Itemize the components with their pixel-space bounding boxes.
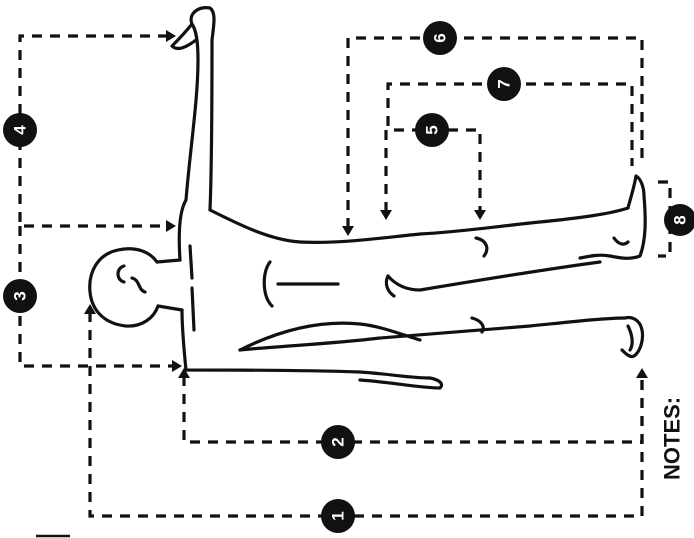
badge-8-label: 8 [671,215,690,224]
badge-3-label: 3 [11,291,30,300]
arrowhead [172,360,182,372]
badge-6: 6 [423,21,457,55]
face-feature [132,278,145,292]
crotch [388,262,600,290]
badge-2: 2 [321,425,355,459]
badge-4: 4 [3,113,37,147]
knee-mark-upper [476,238,487,256]
torso-top [210,208,628,242]
chest-mark [264,262,272,306]
arrowhead [636,368,648,378]
lower-arm [182,310,442,388]
arrowhead [166,220,176,232]
badge-1-label: 1 [329,511,348,520]
badge-1: 1 [321,499,355,533]
badge-4-label: 4 [11,125,30,135]
badge-2-label: 2 [329,437,348,446]
badge-3: 3 [3,279,37,313]
neck [157,260,182,310]
measurement-line-3 [20,226,174,366]
shoulder-mark-upper [190,246,192,278]
head-outline [90,249,158,326]
arrowhead [342,226,354,236]
toe-mark-upper [614,238,628,244]
badge-5-label: 5 [423,125,442,134]
arrowhead [166,30,176,42]
torso-bottom [240,318,625,350]
arrowhead [380,210,392,220]
badge-6-label: 6 [431,33,450,42]
arrowhead [474,210,486,220]
toe-mark-lower [628,326,632,350]
body-figure [90,8,645,388]
badge-7: 7 [487,67,521,101]
measurement-line-1 [90,312,642,516]
badge-7-label: 7 [495,79,514,88]
measurement-line-6 [348,38,642,228]
badge-5: 5 [415,113,449,147]
ear [118,266,124,282]
shoulder-mark-lower [192,288,194,330]
notes-section: NOTES: [660,397,685,480]
notes-label: NOTES: [660,397,685,480]
measurement-line-4 [20,36,168,226]
